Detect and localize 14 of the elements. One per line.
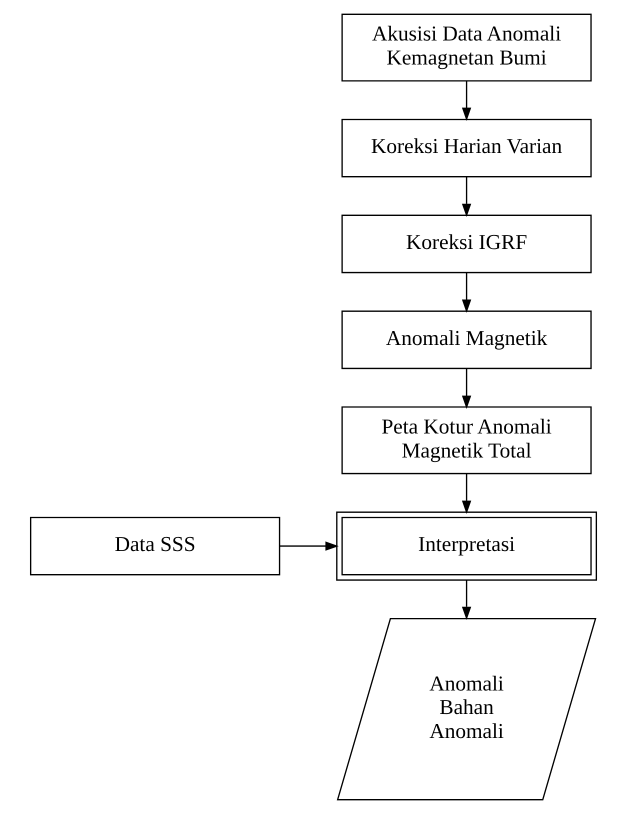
arrow — [461, 580, 471, 620]
node-box: Data SSS — [29, 516, 280, 575]
arrow — [279, 540, 338, 550]
node-box: Anomali Magnetik — [340, 310, 592, 369]
node-box: Akusisi Data Anomali Kemagnetan Bumi — [340, 13, 592, 82]
arrow — [461, 80, 471, 120]
arrow — [461, 272, 471, 312]
arrow — [461, 368, 471, 408]
node-box: Koreksi IGRF — [340, 214, 592, 273]
node-box: Koreksi Harian Varian — [340, 118, 592, 177]
arrow — [461, 176, 471, 217]
node-box: Peta Kotur Anomali Magnetik Total — [340, 406, 592, 474]
arrow — [461, 473, 471, 514]
node-box: Interpretasi — [336, 510, 597, 580]
